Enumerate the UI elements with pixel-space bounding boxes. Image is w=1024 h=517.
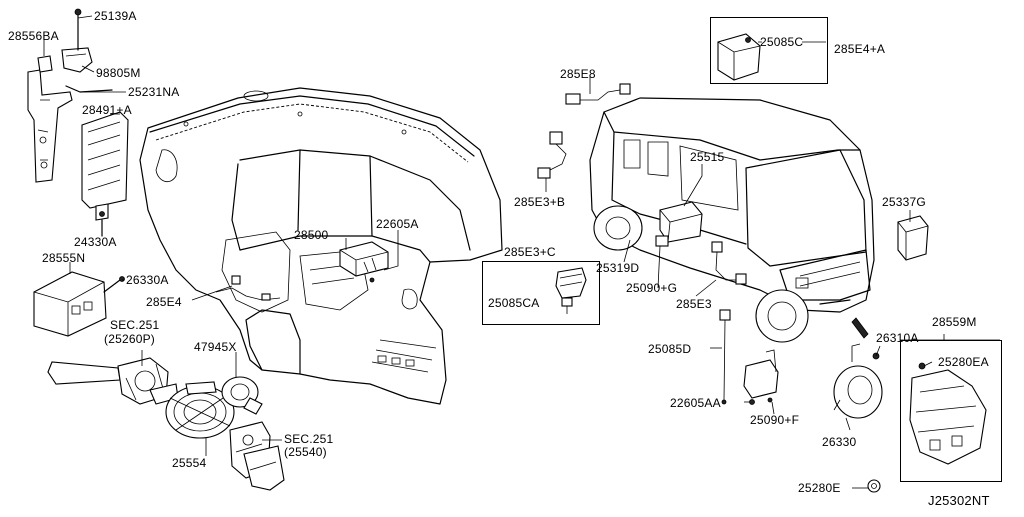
cable-25085D bbox=[719, 309, 731, 405]
steering-switch-25540 bbox=[229, 421, 285, 491]
bracket-25090F bbox=[743, 349, 779, 405]
combination-switch bbox=[47, 357, 179, 405]
part-label-26310A: 26310A bbox=[876, 331, 919, 345]
vehicle-body bbox=[589, 97, 875, 343]
clip-25280E bbox=[867, 479, 881, 493]
leader-lines bbox=[43, 15, 1000, 489]
part-label-sec251-b: SEC.251 bbox=[284, 432, 334, 446]
harness-285E3B bbox=[537, 131, 567, 179]
part-label-285E4: 285E4 bbox=[146, 295, 182, 309]
part-label-sec251-b-sub: (25540) bbox=[284, 445, 327, 459]
bracket-assembly bbox=[27, 8, 113, 183]
part-label-285E3: 285E3 bbox=[676, 297, 712, 311]
diagram-code: J25302NT bbox=[928, 493, 990, 508]
bracket-28559M bbox=[909, 362, 987, 465]
group-box-285E4A bbox=[710, 17, 828, 84]
control-unit-28491 bbox=[81, 111, 129, 237]
part-label-26330: 26330 bbox=[822, 435, 857, 449]
unit-28500 bbox=[339, 241, 389, 283]
harness-285E4 bbox=[215, 275, 281, 301]
module-25337G bbox=[897, 215, 929, 261]
part-label-98805M: 98805M bbox=[96, 66, 141, 80]
unit-285E4A bbox=[717, 33, 761, 81]
group-box-285E3C bbox=[482, 261, 600, 325]
part-label-25090F: 25090+F bbox=[750, 413, 800, 427]
part-label-25554: 25554 bbox=[172, 456, 207, 470]
part-label-25090G: 25090+G bbox=[626, 281, 678, 295]
part-label-24330A: 24330A bbox=[74, 235, 117, 249]
part-label-25085CA: 25085CA bbox=[488, 296, 540, 310]
module-25515 bbox=[655, 201, 703, 247]
part-label-285E3B: 285E3+B bbox=[514, 195, 566, 209]
part-label-25280EA: 25280EA bbox=[938, 355, 989, 369]
part-label-28556BA: 28556BA bbox=[8, 29, 59, 43]
spiral-cable-25554 bbox=[165, 381, 235, 439]
part-label-28555N: 28555N bbox=[42, 251, 86, 265]
part-label-47945X: 47945X bbox=[194, 340, 237, 354]
harness-285E8 bbox=[565, 83, 631, 105]
sensor-47945X bbox=[221, 376, 263, 415]
harness-285E3 bbox=[711, 241, 747, 285]
part-label-28500: 28500 bbox=[294, 228, 329, 242]
part-label-285E3C: 285E3+C bbox=[504, 245, 556, 259]
part-label-sec251-a: SEC.251 bbox=[110, 318, 160, 332]
part-label-25280E: 25280E bbox=[798, 481, 841, 495]
part-label-285E8: 285E8 bbox=[560, 67, 596, 81]
part-label-25515: 25515 bbox=[690, 150, 725, 164]
part-label-28559M: 28559M bbox=[932, 315, 977, 329]
part-label-28491A: 28491+A bbox=[82, 103, 132, 117]
part-label-285E4A: 285E4+A bbox=[834, 42, 886, 56]
connector-285E3C bbox=[555, 267, 587, 314]
part-label-22605A: 22605A bbox=[376, 217, 419, 231]
part-label-25337G: 25337G bbox=[882, 195, 926, 209]
part-label-25231NA: 25231NA bbox=[128, 85, 180, 99]
group-box-28559M bbox=[900, 340, 1002, 482]
part-label-26330A: 26330A bbox=[126, 273, 169, 287]
part-label-25319D: 25319D bbox=[596, 261, 640, 275]
part-label-25139A: 25139A bbox=[94, 9, 137, 23]
module-28555N bbox=[33, 271, 125, 337]
part-label-22605AA: 22605AA bbox=[670, 396, 721, 410]
part-label-sec251-a-sub: (25260P) bbox=[104, 332, 155, 346]
part-label-25085C: 25085C bbox=[760, 35, 804, 49]
horn-26330 bbox=[833, 343, 883, 419]
instrument-panel bbox=[139, 87, 503, 405]
part-label-25085D: 25085D bbox=[648, 342, 692, 356]
